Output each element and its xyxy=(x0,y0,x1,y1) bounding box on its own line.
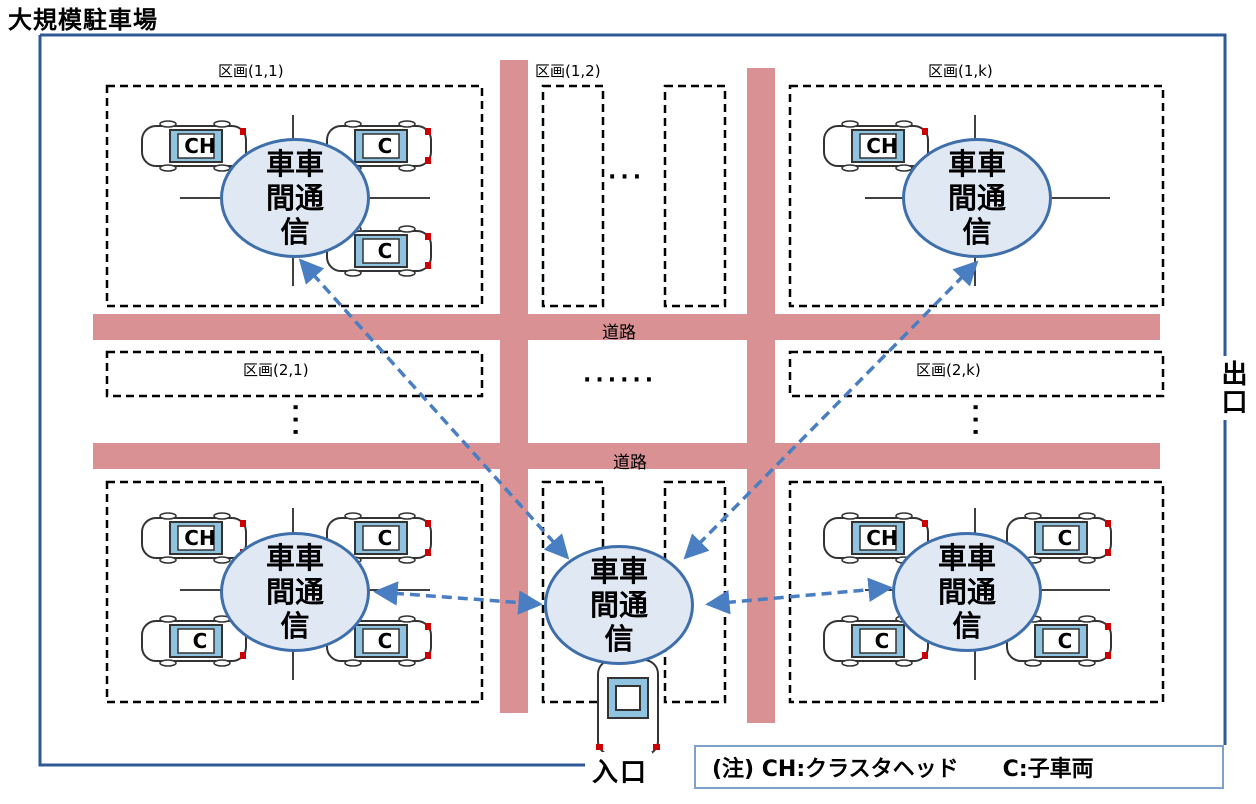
block-1-2-right xyxy=(663,84,727,308)
car-label: C xyxy=(874,629,890,653)
car-label: CH xyxy=(184,134,216,158)
car-label: CH xyxy=(866,526,898,550)
car-ch-0: CH xyxy=(140,120,250,172)
car-c-6: C xyxy=(140,615,250,667)
car-c-9: C xyxy=(1005,512,1115,564)
car-label: C xyxy=(1057,526,1073,550)
block-label-2-1: 区画(2,1) xyxy=(243,361,309,379)
car-c-1: C xyxy=(325,120,435,172)
comm-label: 車車間通信 xyxy=(265,541,324,643)
road-horizontal-bottom xyxy=(93,443,1160,469)
car-label: C xyxy=(377,629,393,653)
car-label: CH xyxy=(184,526,216,550)
block-label-1-k: 区画(1,k) xyxy=(928,62,993,80)
arrow-1k-center xyxy=(683,260,979,560)
car-ch-4: CH xyxy=(140,512,250,564)
car-label: C xyxy=(377,134,393,158)
car-label: C xyxy=(377,239,393,263)
ellipsis-dots: ··· xyxy=(962,403,987,441)
car-c-11: C xyxy=(1005,615,1115,667)
page-title: 大規模駐車場 xyxy=(8,6,158,34)
lot-border xyxy=(38,33,1227,767)
car-ch-3: CH xyxy=(822,120,932,172)
road-vertical-right xyxy=(747,68,775,723)
comm-label: 車車間通信 xyxy=(947,147,1006,249)
comm-circle-3-1: 車車間通信 xyxy=(220,532,370,652)
block-1-k xyxy=(788,84,1165,308)
comm-label: 車車間通信 xyxy=(265,147,324,249)
ellipsis-dots: ··· xyxy=(608,165,646,190)
arrow-11-center xyxy=(298,258,570,560)
legend-note: (注) CH:クラスタヘッド C:子車両 xyxy=(694,745,1224,789)
ellipsis-dots: ··· xyxy=(282,403,307,441)
block-1-1 xyxy=(105,84,484,308)
block-label-2-k: 区画(2,k) xyxy=(916,361,981,379)
road-label-bottom: 道路 xyxy=(613,453,647,473)
entrance-car xyxy=(596,659,660,756)
exit-label: 出口 xyxy=(1214,356,1251,420)
car-label: C xyxy=(1057,629,1073,653)
comm-label: 車車間通信 xyxy=(937,541,996,643)
arrow-left-center xyxy=(373,581,543,615)
comm-circle-center: 車車間通信 xyxy=(544,545,694,665)
arrow-right-center xyxy=(705,577,893,615)
road-label-top: 道路 xyxy=(602,323,636,343)
block-1-2-left xyxy=(541,84,605,308)
road-horizontal-top xyxy=(93,314,1160,340)
comm-circle-3-k: 車車間通信 xyxy=(892,532,1042,652)
ellipsis-dots: ······ xyxy=(583,368,658,393)
car-label: C xyxy=(192,629,208,653)
block-label-1-1: 区画(1,1) xyxy=(218,62,284,80)
car-label: CH xyxy=(866,134,898,158)
comm-circle-1-k: 車車間通信 xyxy=(902,138,1052,258)
legend-note-text: (注) CH:クラスタヘッド C:子車両 xyxy=(712,757,1094,782)
comm-circle-1-1: 車車間通信 xyxy=(220,138,370,258)
car-c-2: C xyxy=(325,225,435,277)
entrance-label: 入口 xyxy=(588,752,653,789)
block-label-1-2: 区画(1,2) xyxy=(535,62,601,80)
comm-label: 車車間通信 xyxy=(589,554,648,656)
car-label: C xyxy=(377,526,393,550)
road-vertical-left xyxy=(500,60,528,713)
